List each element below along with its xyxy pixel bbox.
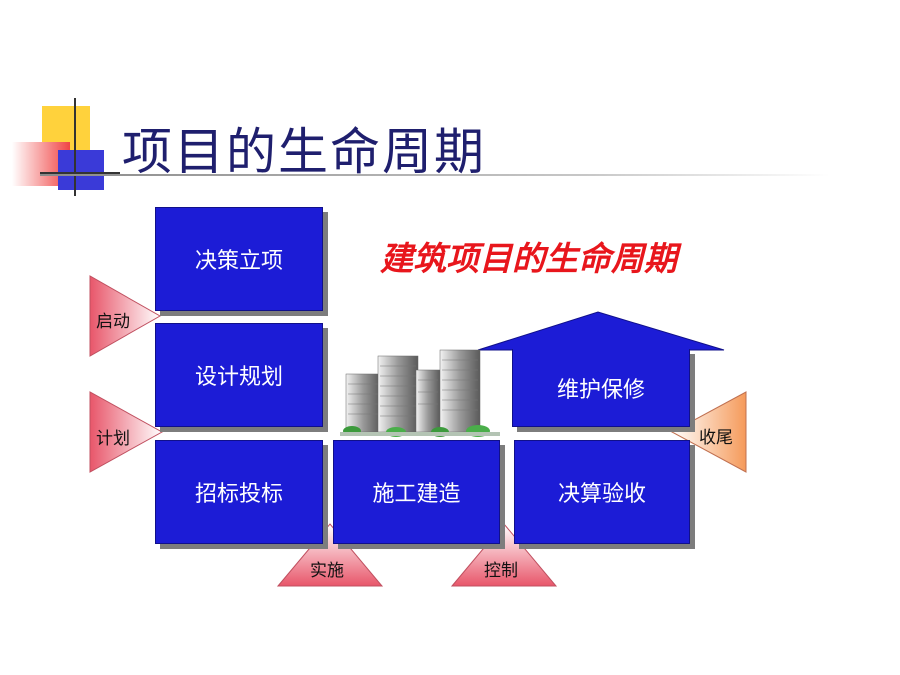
- maintenance-arrow-head: [477, 311, 725, 351]
- deco-square-blue: [58, 150, 104, 190]
- triangle-executing: [276, 523, 384, 587]
- label-initiating: 启动: [96, 312, 130, 332]
- deco-line-vertical: [74, 98, 76, 196]
- triangle-closing: [670, 391, 747, 473]
- phase-tender: 招标投标: [155, 440, 323, 544]
- deco-line-horizontal: [40, 172, 120, 174]
- triangle-initiating: [89, 275, 162, 357]
- buildings-illustration: [340, 349, 500, 437]
- diagram-subtitle: 建筑项目的生命周期: [380, 239, 677, 278]
- phase-decision: 决策立项: [155, 207, 323, 311]
- phase-settlement: 决算验收: [514, 440, 690, 544]
- label-planning: 计划: [96, 429, 130, 449]
- phase-construction: 施工建造: [333, 440, 500, 544]
- label-controlling: 控制: [484, 561, 518, 581]
- triangle-planning: [89, 391, 164, 473]
- label-closing: 收尾: [699, 428, 733, 448]
- phase-design: 设计规划: [155, 323, 323, 427]
- phase-maintenance: 维护保修: [512, 349, 690, 427]
- label-executing: 实施: [310, 561, 344, 581]
- triangle-controlling: [450, 523, 558, 587]
- page-title: 项目的生命周期: [122, 123, 486, 181]
- title-divider: [40, 174, 830, 176]
